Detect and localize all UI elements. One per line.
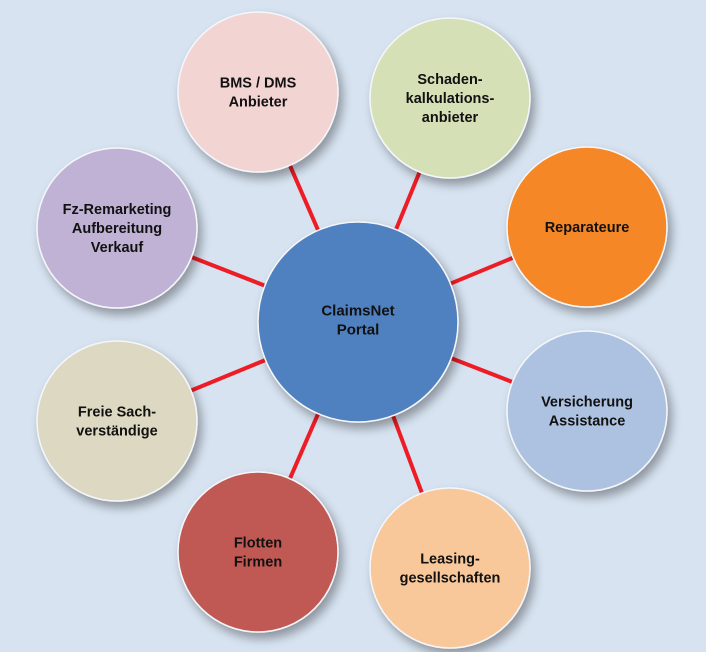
node-label-line: Fz-Remarketing: [63, 202, 172, 218]
node-circle: [177, 11, 339, 173]
node-circle: [177, 471, 339, 633]
node-label-line: Versicherung: [541, 395, 633, 411]
connector-bms-dms: [286, 160, 322, 235]
node-label: BMS / DMS Anbieter: [220, 76, 297, 111]
node-label-line: ClaimsNet: [321, 303, 394, 320]
node-label: Schaden-kalkulations-anbieter: [406, 72, 495, 126]
node-circle: [369, 487, 531, 649]
node-label: Freie Sach-verständige: [76, 405, 157, 440]
connector-schadenkalkulation: [392, 167, 423, 234]
connector-freie-sachverstaendige: [186, 356, 270, 394]
connector-leasing: [389, 411, 426, 498]
node-circle: [369, 17, 531, 179]
node-leasing[interactable]: Leasing-gesellschaften: [369, 487, 531, 649]
node-label: Reparateure: [545, 220, 630, 236]
node-circle: [36, 147, 198, 309]
node-label-line: Verkauf: [91, 240, 144, 256]
node-label: Leasing-gesellschaften: [400, 552, 501, 587]
node-label-line: Firmen: [234, 555, 282, 571]
satellite-nodes: BMS / DMS Anbieter Schaden-kalkulations-an…: [36, 11, 668, 649]
node-label-line: Schaden-: [417, 72, 482, 88]
node-label-line: Assistance: [549, 414, 626, 430]
node-circle: [506, 146, 668, 308]
node-label-line: Leasing-: [420, 552, 480, 568]
node-label-line: Flotten: [234, 536, 282, 552]
node-label-line: gesellschaften: [400, 571, 501, 587]
connector-flotten: [286, 409, 322, 484]
connector-reparateure: [445, 254, 518, 288]
connectors: [186, 160, 518, 498]
node-freie-sachverstaendige[interactable]: Freie Sach-verständige: [36, 340, 198, 502]
node-label-line: Reparateure: [545, 220, 630, 236]
node-label-line: Aufbereitung: [72, 221, 162, 237]
connector-versicherung: [446, 354, 517, 386]
node-label-line: kalkulations-: [406, 91, 495, 107]
node-label-line: BMS / DMS: [220, 76, 297, 92]
node-label-line: verständige: [76, 424, 157, 440]
node-circle: [506, 330, 668, 492]
connector-fz-remarketing: [187, 253, 270, 289]
node-schadenkalkulation[interactable]: Schaden-kalkulations-anbieter: [369, 17, 531, 179]
node-label-line: Portal: [337, 322, 380, 339]
node-reparateure[interactable]: Reparateure: [506, 146, 668, 308]
node-label-line: anbieter: [422, 110, 479, 126]
node-bms-dms[interactable]: BMS / DMS Anbieter: [177, 11, 339, 173]
node-label-line: Anbieter: [229, 95, 288, 111]
node-circle: [36, 340, 198, 502]
node-label-line: Freie Sach-: [78, 405, 156, 421]
hub-circle: [257, 221, 459, 423]
